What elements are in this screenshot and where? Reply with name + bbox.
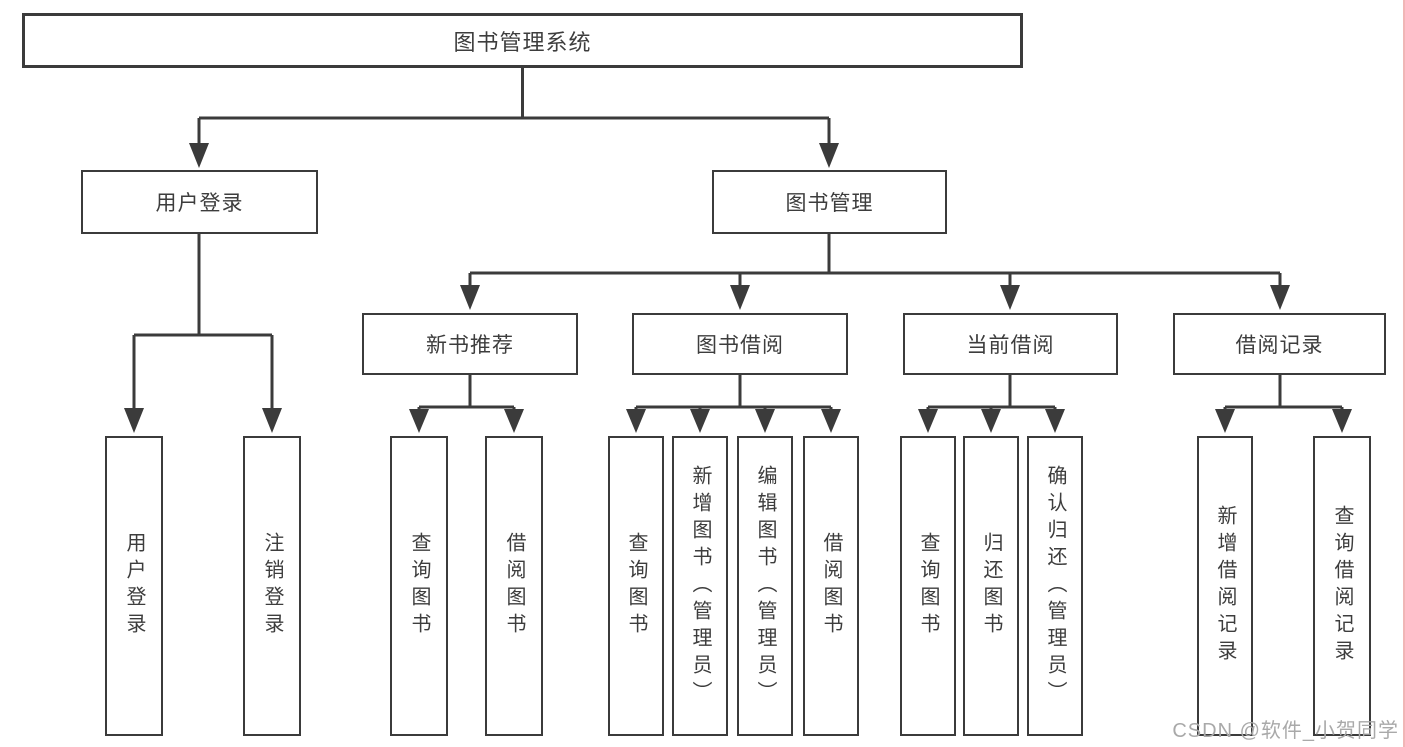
right-edge-strip: [1403, 0, 1405, 747]
leaf-records-query-borrow-record: 查询借阅记录: [1313, 436, 1371, 736]
watermark: CSDN @软件_小贺同学: [1172, 720, 1399, 742]
leaf-records-add-borrow-record: 新增借阅记录: [1197, 436, 1253, 736]
leaf-borrow-query-book: 查询图书: [608, 436, 664, 736]
node-current-borrow: 当前借阅: [903, 313, 1118, 375]
leaf-logout-login: 注销登录: [243, 436, 301, 736]
leaf-borrow-add-book-admin: 新增图书（管理员）: [672, 436, 728, 736]
leaf-borrow-edit-book-admin: 编辑图书（管理员）: [737, 436, 793, 736]
node-book-borrow: 图书借阅: [632, 313, 848, 375]
node-user-login: 用户登录: [81, 170, 318, 234]
leaf-recommend-query-book: 查询图书: [390, 436, 448, 736]
leaf-user-login: 用户登录: [105, 436, 163, 736]
leaf-current-query-book: 查询图书: [900, 436, 956, 736]
node-new-book-recommend: 新书推荐: [362, 313, 578, 375]
leaf-current-confirm-return-admin: 确认归还（管理员）: [1027, 436, 1083, 736]
leaf-borrow-borrow-book: 借阅图书: [803, 436, 859, 736]
leaf-recommend-borrow-book: 借阅图书: [485, 436, 543, 736]
node-borrow-records: 借阅记录: [1173, 313, 1386, 375]
root-node-library-management-system: 图书管理系统: [22, 13, 1023, 68]
node-book-management: 图书管理: [712, 170, 947, 234]
leaf-current-return-book: 归还图书: [963, 436, 1019, 736]
